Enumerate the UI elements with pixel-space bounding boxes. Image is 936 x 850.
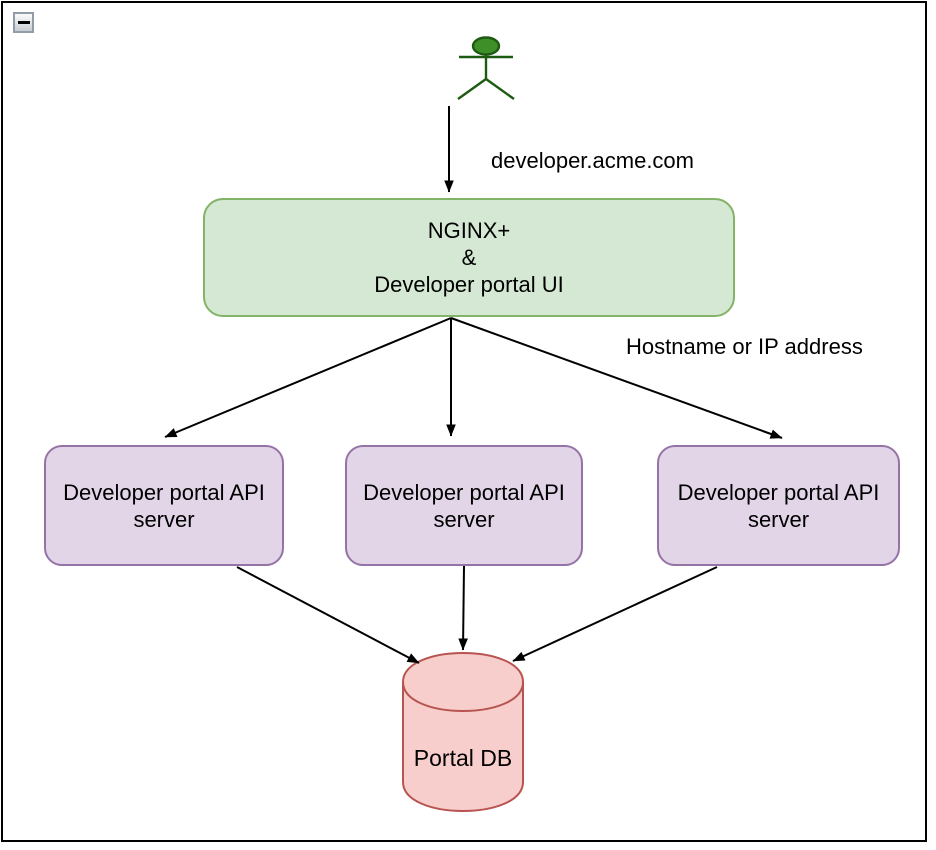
- edge-gateway-to-api-1[interactable]: [164, 317, 452, 438]
- actor-left-leg: [457, 78, 487, 100]
- edge-api-1-to-db[interactable]: [236, 566, 420, 664]
- node-api-server-3-label: Developer portal API server: [677, 479, 880, 532]
- edge-label-hostname-or-ip: Hostname or IP address: [626, 334, 863, 359]
- node-api-server-1-label: Developer portal API server: [63, 479, 265, 532]
- node-api-server-3[interactable]: Developer portal API server: [657, 445, 900, 566]
- database-label: Portal DB: [413, 745, 513, 771]
- cylinder-top-arc: [402, 681, 524, 712]
- actor-head: [471, 36, 501, 56]
- actor-right-leg: [485, 78, 515, 100]
- node-nginx-gateway[interactable]: NGINX+ & Developer portal UI: [203, 198, 735, 317]
- cylinder-body: [402, 652, 524, 812]
- minus-icon: [17, 20, 30, 25]
- collapse-button[interactable]: [13, 12, 34, 33]
- node-nginx-gateway-label: NGINX+ & Developer portal UI: [374, 218, 564, 297]
- database-cylinder[interactable]: [402, 652, 524, 812]
- user-actor-icon[interactable]: [457, 36, 515, 100]
- node-api-server-2[interactable]: Developer portal API server: [345, 445, 583, 566]
- edge-api-2-to-db[interactable]: [458, 565, 468, 651]
- edge-gateway-to-api-3[interactable]: [450, 317, 783, 439]
- edge-label-domain: developer.acme.com: [491, 148, 694, 173]
- edge-api-3-to-db[interactable]: [512, 566, 718, 662]
- node-api-server-2-label: Developer portal API server: [363, 479, 565, 532]
- node-api-server-1[interactable]: Developer portal API server: [44, 445, 284, 566]
